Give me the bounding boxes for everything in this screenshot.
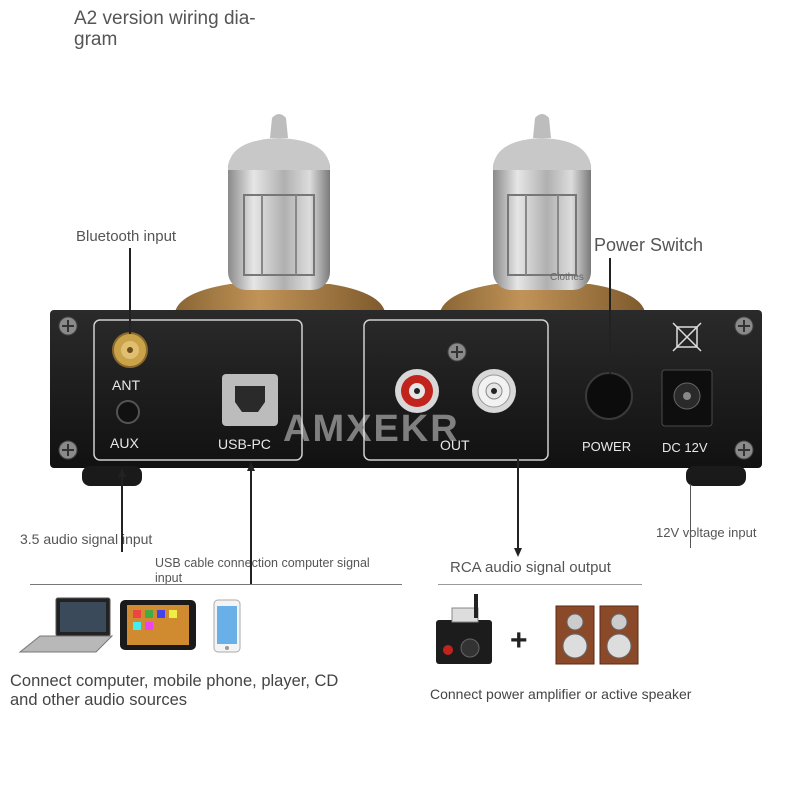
power-leader-line	[609, 258, 611, 374]
callout-rca-output: RCA audio signal output	[450, 559, 611, 576]
voltage-leader-line	[690, 484, 691, 548]
bluetooth-leader-line	[129, 248, 131, 334]
dc-jack	[661, 369, 713, 427]
speaker-icon	[555, 605, 639, 665]
outputs-divider	[438, 584, 642, 585]
diagram-title: A2 version wiring dia- gram	[74, 8, 304, 50]
antenna-connector	[112, 332, 148, 368]
rca-jack-white	[472, 369, 516, 413]
device-icons: +	[18, 594, 639, 665]
callout-aux-input: 3.5 audio signal input	[20, 531, 153, 547]
callout-voltage-input: 12V voltage input	[656, 525, 757, 540]
title-line-1: A2 version wiring dia-	[74, 8, 256, 29]
usb-callout-line-2: input	[155, 571, 183, 585]
tablet-icon	[120, 600, 196, 650]
rca-arrow-icon	[514, 548, 522, 557]
tube-mark-text: Clothes	[550, 272, 584, 283]
panel-label-usb: USB-PC	[218, 436, 271, 452]
panel-label-dc: DC 12V	[662, 440, 708, 455]
sources-caption: Connect computer, mobile phone, player, …	[10, 672, 338, 710]
callout-bluetooth-input: Bluetooth input	[76, 228, 177, 245]
weee-bin-icon	[672, 322, 702, 352]
watermark-text: AMXEKR	[283, 408, 460, 450]
panel-label-aux: AUX	[110, 435, 139, 451]
outputs-caption: Connect power amplifier or active speake…	[430, 686, 692, 702]
plus-sign: +	[510, 624, 528, 657]
amplifier-icon	[436, 594, 492, 664]
panel-label-power: POWER	[582, 439, 632, 454]
aux-leader-line	[121, 476, 123, 552]
laptop-icon	[18, 597, 114, 653]
panel-label-ant: ANT	[112, 377, 140, 393]
sources-caption-line-1: Connect computer, mobile phone, player, …	[10, 672, 339, 690]
phone-icon	[213, 599, 241, 653]
title-line-2: gram	[74, 29, 118, 50]
usb-b-port	[222, 374, 278, 426]
vacuum-tube-left	[175, 114, 385, 312]
usb-callout-line-1: USB cable connection computer signal	[155, 556, 370, 570]
panel-label-out: OUT	[440, 437, 470, 453]
aux-arrow-icon	[118, 468, 126, 477]
sources-divider	[30, 584, 402, 585]
callout-usb-input: USB cable connection computer signal inp…	[155, 556, 370, 586]
rca-leader-line	[517, 458, 519, 550]
amplifier-device-illustration	[50, 114, 762, 486]
sources-caption-line-2: and other audio sources	[10, 691, 188, 709]
usb-arrow-icon	[247, 462, 255, 471]
vacuum-tube-right	[440, 114, 645, 312]
callout-power-switch: Power Switch	[594, 235, 704, 255]
rca-jack-red	[395, 369, 439, 413]
aux-jack	[116, 400, 140, 424]
power-button-shape	[585, 372, 633, 420]
usb-leader-line	[250, 470, 252, 584]
